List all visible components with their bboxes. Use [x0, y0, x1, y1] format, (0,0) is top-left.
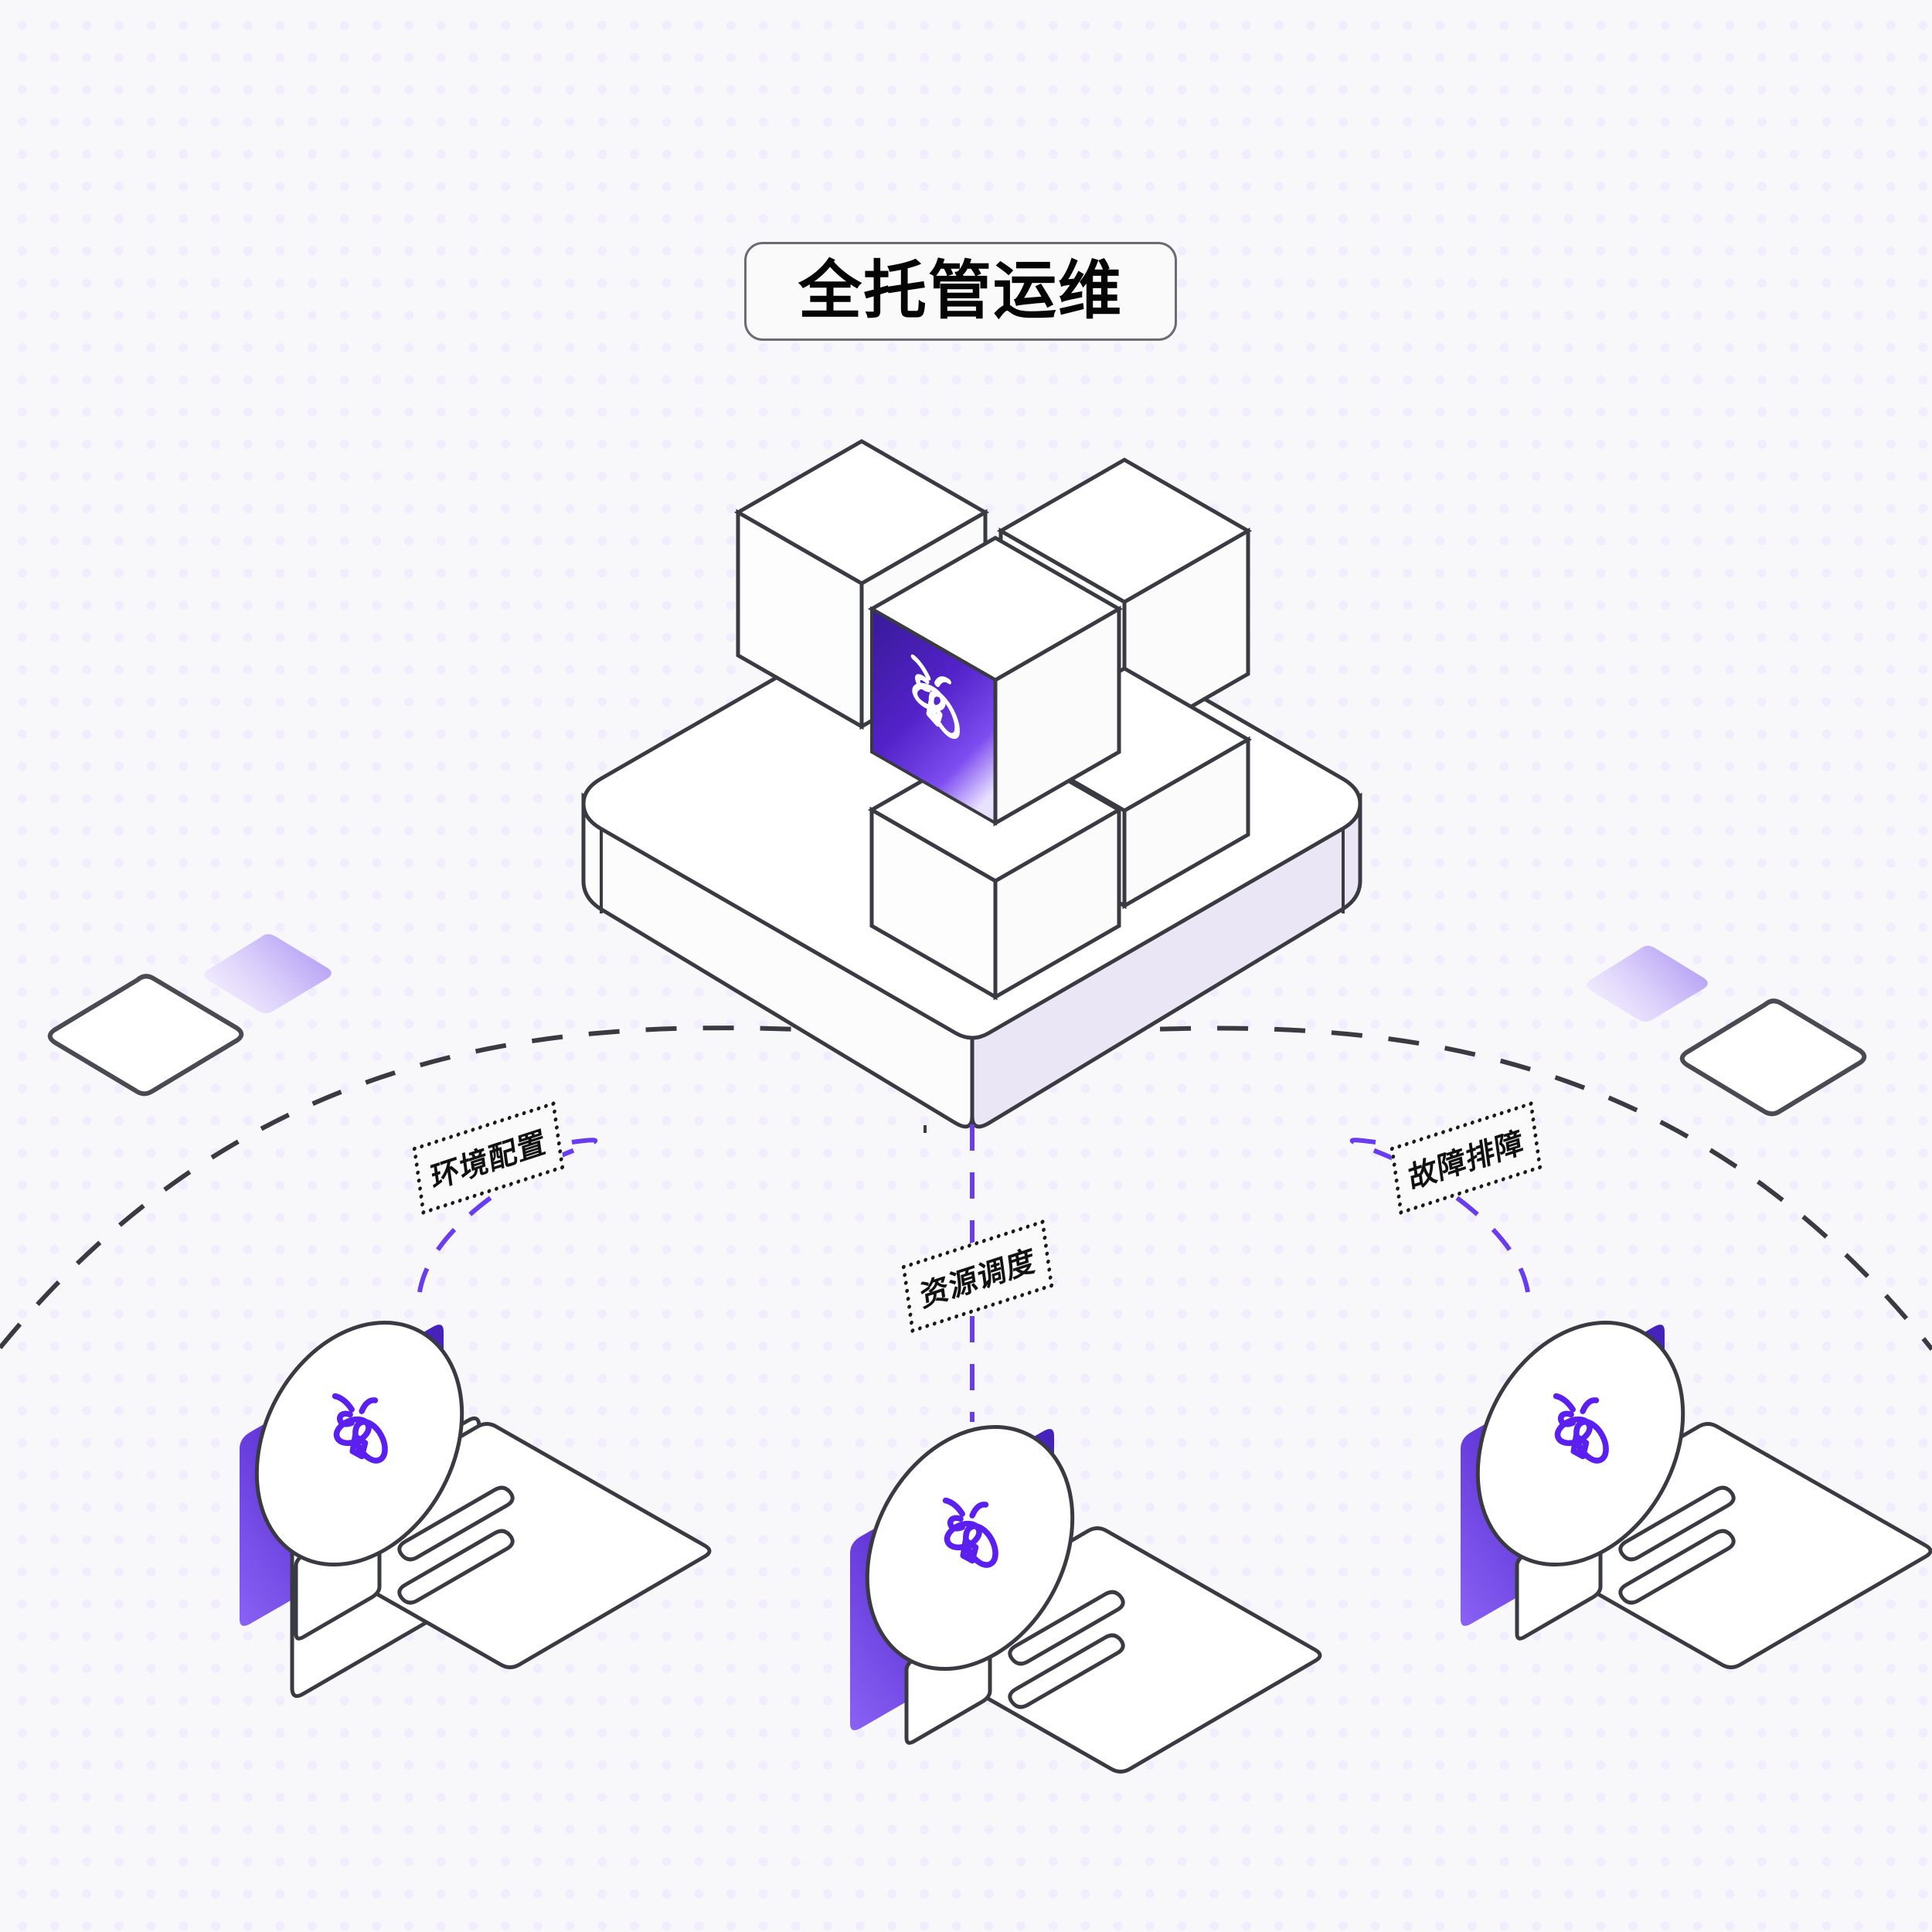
node-env-line-1-shape — [397, 1485, 515, 1562]
page-title: 全托管运维 — [798, 256, 1123, 326]
outline-diamond-left-icon — [47, 974, 244, 1097]
node-fault-line-2-shape — [1618, 1529, 1736, 1605]
decor-diamonds — [47, 934, 1867, 1117]
connector-fault — [1349, 1138, 1530, 1293]
node-res-line-1-shape — [1008, 1590, 1125, 1666]
node-env-line-2-shape — [397, 1529, 515, 1605]
node-res-line-2-shape — [1008, 1633, 1125, 1709]
connector-env — [417, 1138, 598, 1293]
center-cube[interactable] — [867, 536, 1124, 827]
node-fault-line-1-shape — [1618, 1485, 1736, 1562]
center-cube-right — [993, 605, 1121, 827]
front-cube-right — [993, 806, 1121, 1001]
right-lower-cube-right — [1122, 736, 1250, 910]
filled-diamond-right-icon — [1587, 945, 1708, 1022]
node-env[interactable] — [216, 1287, 712, 1699]
node-fault[interactable] — [1437, 1287, 1932, 1669]
outline-diamond-right-icon — [1679, 998, 1867, 1117]
node-res[interactable] — [827, 1391, 1322, 1774]
page-title-badge: 全托管运维 — [744, 242, 1177, 341]
filled-diamond-left-icon — [204, 934, 332, 1013]
orbit-arc — [0, 1026, 1932, 1351]
